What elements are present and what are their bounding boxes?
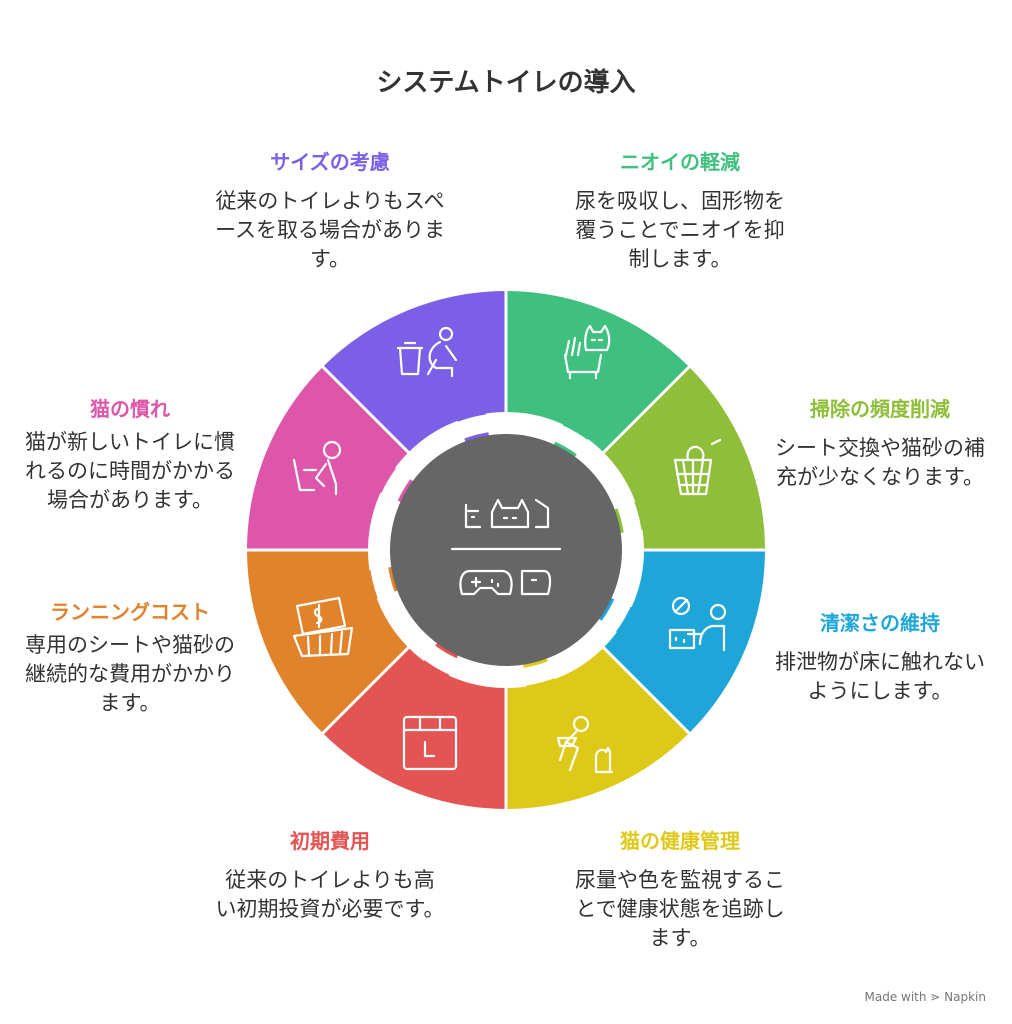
segment-label: 猫の慣れ [90,397,170,421]
cats-over-controllers-icon [450,498,562,596]
segment-separator [595,364,692,461]
segment-description: 尿を吸収し、固形物を覆うことでニオイを抑制します。 [575,189,785,271]
segment-label: ニオイの軽減 [620,150,740,174]
segment-label: ランニングコスト [50,600,210,624]
person-cat-icon [556,715,614,774]
segment-description: 専用のシートや猫砂の継続的な費用がかかります。 [25,633,235,715]
cat-litter-icon [563,324,611,380]
segment-label: 清潔さの維持 [820,611,940,635]
segment-separator [595,639,692,736]
bin-figure-icon [396,326,458,378]
segment-description: 尿量や色を監視することで健康状態を追跡します。 [575,868,785,950]
trash-basket-icon [673,438,722,496]
segment-description: 猫が新しいトイレに慣れるのに時間がかかる場合があります。 [25,430,235,512]
segment-description: 排泄物が床に触れないようにします。 [775,650,985,703]
napkin-credit[interactable]: Made with ⋗ Napkin [864,990,987,1004]
person-litter-icon [292,440,342,496]
segment-label: 初期費用 [290,829,370,853]
center-disc [390,434,622,666]
segment-label: 猫の健康管理 [620,829,740,853]
segment-label: 掃除の頻度削減 [810,397,950,421]
box-icon [402,715,458,771]
segment-description: 従来のトイレよりも高い初期投資が必要です。 [215,868,445,921]
person-cleaning-icon [668,596,727,652]
segment-description: シート交換や猫砂の補充が少なくなります。 [775,436,985,489]
segment-description: 従来のトイレよりもスペースを取る場合があります。 [215,189,445,271]
page-title: システムトイレの導入 [376,68,636,98]
segment-separator [320,364,417,461]
segment-label: サイズの考慮 [270,150,390,174]
money-basket-icon [292,596,354,658]
segment-separator [320,639,417,736]
